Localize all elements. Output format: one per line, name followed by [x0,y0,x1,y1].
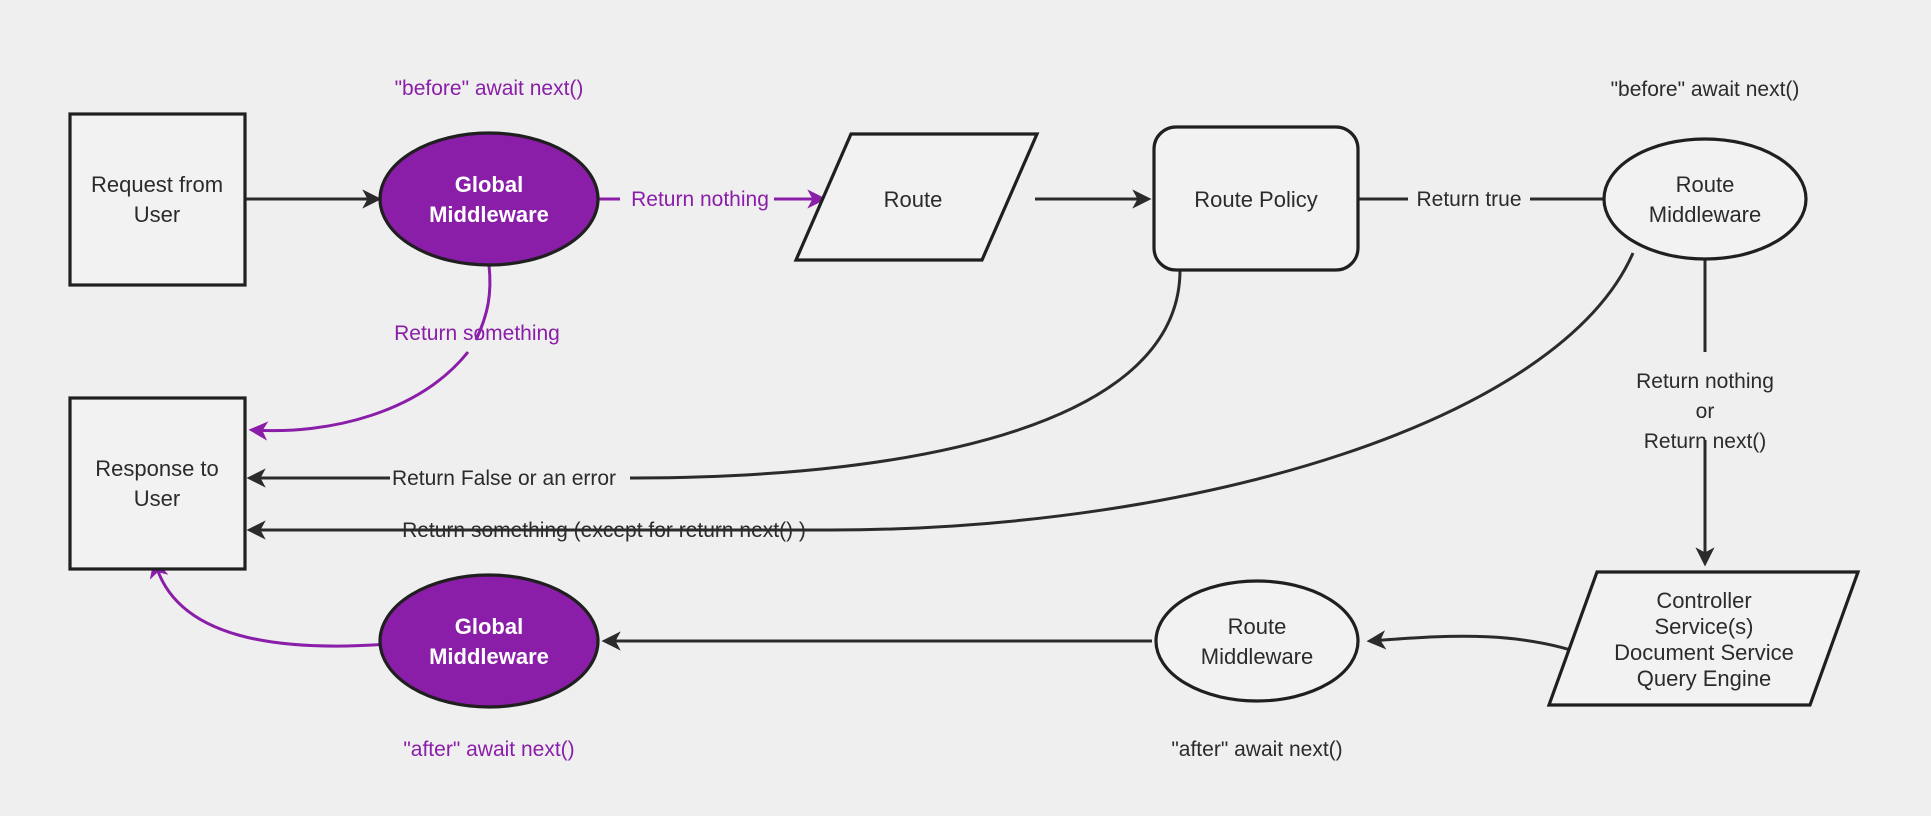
node-route-middleware-top[interactable]: Route Middleware [1602,137,1808,261]
node-route-middleware-bottom-label-line2: Middleware [1201,644,1314,669]
node-global-middleware-bottom-label-line2: Middleware [429,644,549,669]
node-response-label-line1: Response to [95,456,219,481]
node-route-middleware-bottom[interactable]: Route Middleware [1154,579,1360,703]
node-controller-label-line2: Service(s) [1654,614,1753,639]
annotation-after-await-next-global: "after" await next() [403,738,574,761]
edge-route-policy-to-response-false [246,269,1182,488]
node-global-middleware-top[interactable]: Global Middleware [378,131,600,267]
node-response-label-line2: User [134,486,180,511]
edge-global-middleware-bottom-to-response [149,558,391,648]
node-controller-services[interactable]: Controller Service(s) Document Service Q… [1546,570,1861,707]
edge-label-return-true: Return true [1416,188,1521,211]
edge-controller-to-route-middleware-bottom [1366,630,1598,661]
edge-label-return-something-except: Return something (except for return next… [402,519,806,542]
node-request-label-line1: Request from [91,172,223,197]
node-route-middleware-top-label-line1: Route [1676,172,1735,197]
edge-global-middleware-to-response-something [248,264,492,441]
node-controller-label-line4: Query Engine [1637,666,1772,691]
edge-label-return-nothing: Return nothing [631,188,769,211]
edge-label-return-false-or-error: Return False or an error [392,467,616,490]
edge-route-middleware-to-response-something [246,252,1635,540]
node-request-label-line2: User [134,202,180,227]
node-request-from-user[interactable]: Request from User [68,112,247,287]
node-route-policy[interactable]: Route Policy [1152,125,1360,272]
node-route[interactable]: Route [793,132,1040,262]
annotation-after-await-next-route: "after" await next() [1171,738,1342,761]
annotation-before-await-next-global: "before" await next() [395,77,584,100]
node-global-middleware-bottom-label-line1: Global [455,614,523,639]
edge-label-return-next: Return next() [1644,430,1767,453]
node-route-policy-label: Route Policy [1194,187,1318,212]
annotation-before-await-next-route: "before" await next() [1611,78,1800,101]
edge-label-return-nothing-line1: Return nothing [1636,370,1774,393]
node-route-label: Route [884,187,943,212]
node-response-to-user[interactable]: Response to User [68,396,247,571]
node-global-middleware-top-label-line2: Middleware [429,202,549,227]
node-controller-label-line3: Document Service [1614,640,1794,665]
node-global-middleware-top-label-line1: Global [455,172,523,197]
node-route-middleware-top-label-line2: Middleware [1649,202,1762,227]
edge-label-return-something: Return something [394,322,560,345]
node-route-middleware-bottom-label-line1: Route [1228,614,1287,639]
node-controller-label-line1: Controller [1656,588,1751,613]
node-global-middleware-bottom[interactable]: Global Middleware [378,573,600,709]
edge-label-return-nothing-line2-or: or [1696,400,1715,423]
